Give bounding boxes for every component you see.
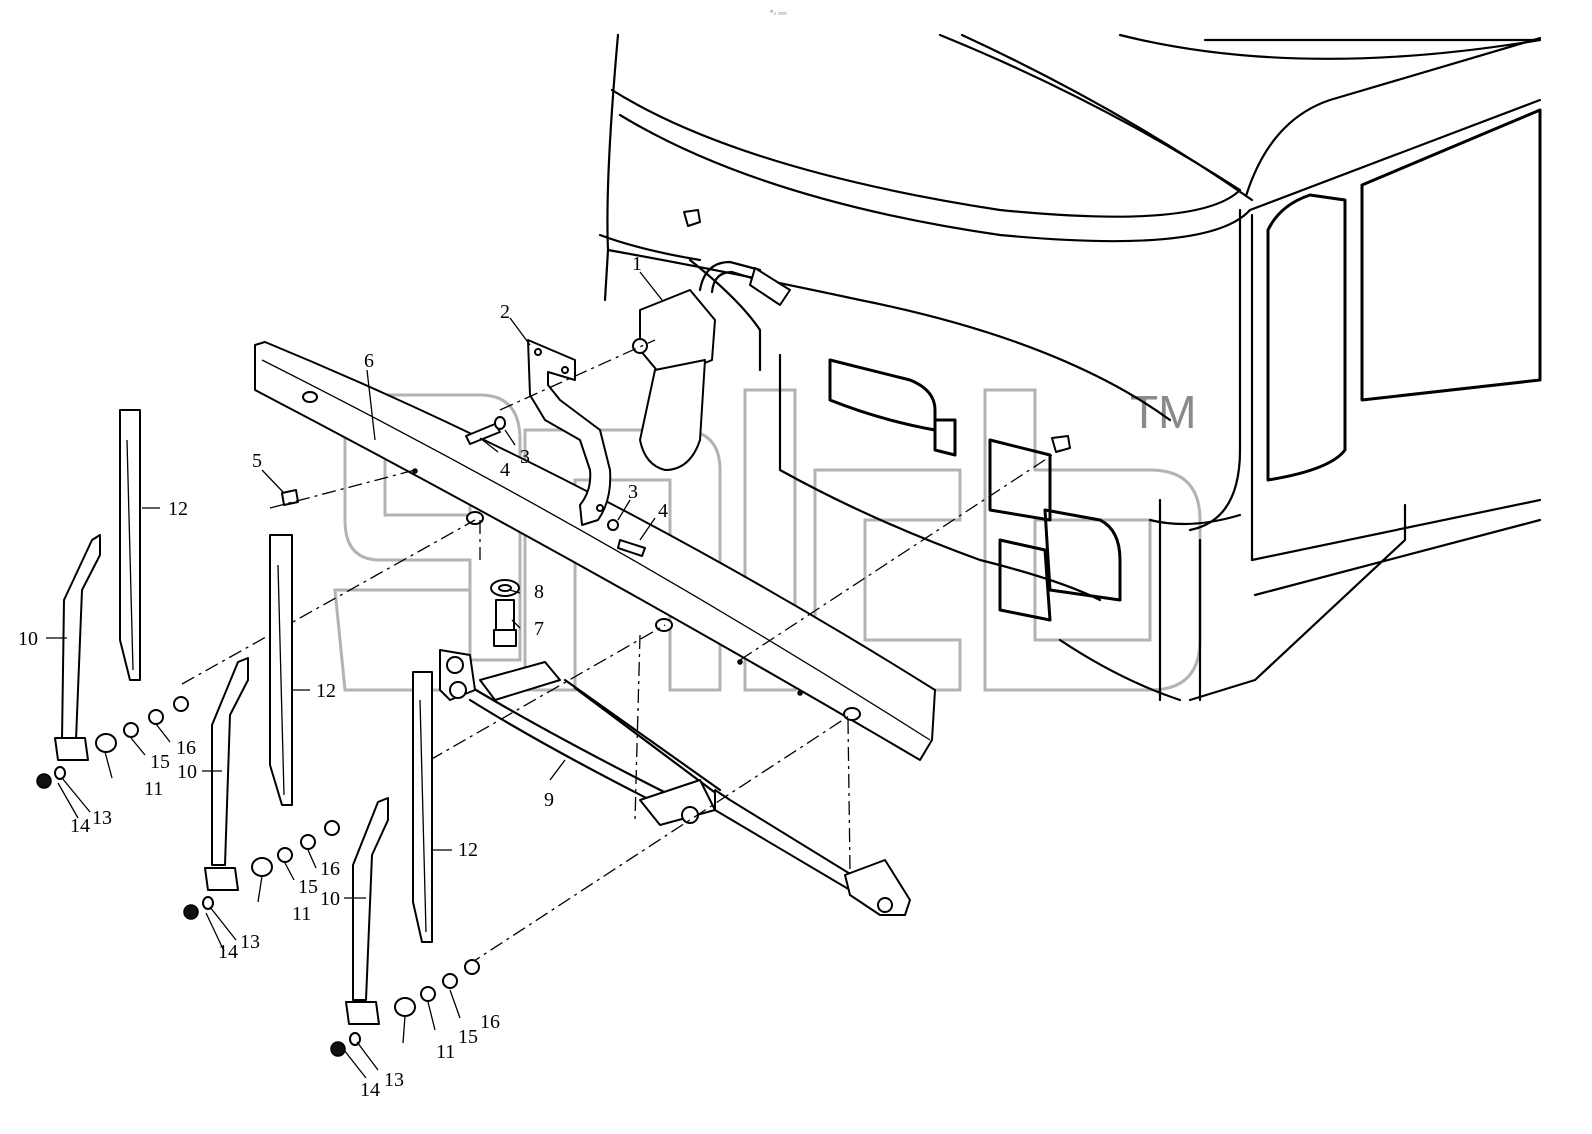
fasteners [281,416,646,647]
watermark-brand-mark: ТМ [1130,386,1196,438]
callout-11: 11 [292,903,311,925]
callout-9: 9 [544,789,554,811]
callout-3: 3 [628,481,638,503]
callout-4: 4 [500,459,510,481]
callout-3: 3 [520,446,530,468]
callout-16: 16 [480,1011,500,1033]
callout-12: 12 [168,498,188,520]
callout-15: 15 [458,1026,478,1048]
callout-16: 16 [320,858,340,880]
wiper-arm-group-3 [330,671,480,1057]
callout-12: 12 [316,680,336,702]
center-lines [181,339,1061,966]
callout-14: 14 [70,815,90,837]
callout-16: 16 [176,737,196,759]
truck-cab [598,33,1542,702]
callout-10: 10 [320,888,340,910]
callout-11: 11 [144,778,163,800]
wiper-arm-group-2 [183,534,340,920]
callout-5: 5 [252,450,262,472]
callout-labels: 1 2 3 3 4 4 5 6 7 8 9 10 10 10 11 11 11 … [18,253,668,1101]
callout-15: 15 [298,876,318,898]
wiper-arm-group-1 [36,409,189,789]
header-mark: °◦ ▫▫▫ [770,9,787,18]
leader-lines [46,271,663,1079]
callout-10: 10 [18,628,38,650]
wiper-linkage [439,649,911,916]
callout-1: 1 [632,253,642,275]
callout-7: 7 [534,618,544,640]
callout-15: 15 [150,751,170,773]
callout-2: 2 [500,301,510,323]
callout-13: 13 [240,931,260,953]
callout-14: 14 [360,1079,380,1101]
callout-11: 11 [436,1041,455,1063]
callout-10: 10 [177,761,197,783]
cross-member-bar [254,341,936,761]
motor-bracket [527,339,612,526]
wiper-motor [632,260,791,471]
callout-13: 13 [384,1069,404,1091]
callout-4: 4 [658,500,668,522]
callout-14: 14 [218,941,238,963]
callout-12: 12 [458,839,478,861]
callout-8: 8 [534,581,544,603]
callout-13: 13 [92,807,112,829]
callout-6: 6 [364,350,374,372]
